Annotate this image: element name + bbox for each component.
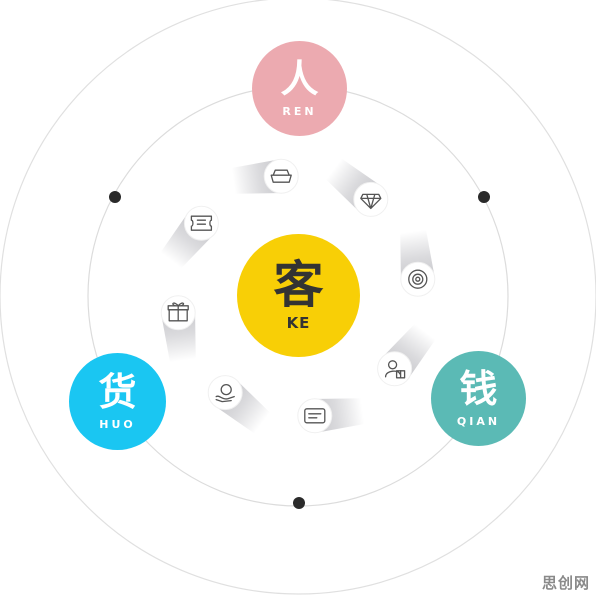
orbit-dot (478, 191, 490, 203)
huo-node: 货 HUO (69, 353, 166, 450)
ren-pinyin: REN (282, 105, 317, 118)
qian-pinyin: QIAN (456, 415, 501, 428)
coin-icon (400, 261, 436, 297)
qian-node: 钱 QIAN (431, 351, 526, 446)
user-gift-icon (377, 351, 413, 387)
watermark: 思创网 (541, 574, 590, 592)
ke-center-node: 客 KE (237, 234, 360, 357)
ren-node: 人 REN (252, 41, 347, 136)
diamond-icon (353, 181, 389, 217)
ingot-icon (263, 158, 299, 194)
ren-character: 人 (280, 57, 319, 101)
ke-pinyin: KE (286, 314, 311, 332)
gift-box-icon (160, 295, 196, 331)
ke-character: 客 (273, 256, 324, 314)
qian-character: 钱 (459, 367, 498, 411)
huo-pinyin: HUO (99, 418, 136, 431)
orbit-dot (293, 497, 305, 509)
ticket-icon (183, 205, 219, 241)
orbit-dot (109, 191, 121, 203)
card-icon (297, 398, 333, 434)
huo-character: 货 (98, 370, 137, 414)
icon-bubbles (160, 158, 436, 434)
hand-coin-icon (207, 375, 243, 411)
